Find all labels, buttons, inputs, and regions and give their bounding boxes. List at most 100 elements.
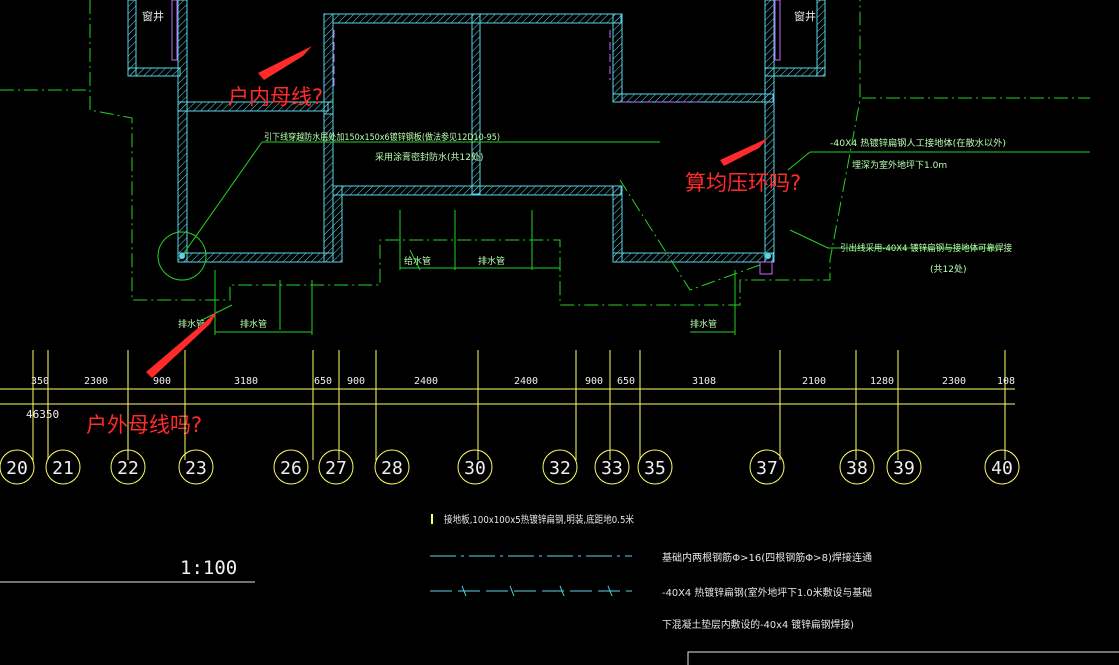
axis-label: 23 bbox=[185, 458, 207, 479]
wall-segment bbox=[177, 0, 188, 263]
legend-text: 下混凝土垫层内敷设的-40x4 镀锌扁钢焊接) bbox=[662, 618, 854, 631]
axis-bubble-20: 20 bbox=[0, 449, 35, 485]
note-lead-out-2: (共12处) bbox=[930, 263, 966, 275]
axis-bubble-37: 37 bbox=[749, 449, 785, 485]
note-flat-steel-2: 埋深为室外地坪下1.0m bbox=[852, 159, 947, 171]
axis-circle bbox=[984, 449, 1020, 485]
dimension-value: 108 bbox=[997, 376, 1015, 387]
axis-circle bbox=[637, 449, 673, 485]
legend-text: -40X4 热镀锌扁钢(室外地坪下1.0米敷设与基础 bbox=[662, 586, 872, 599]
scale-label: 1:100 bbox=[180, 557, 237, 579]
grounding-outline bbox=[0, 0, 1090, 306]
pipe-label: 排水管 bbox=[478, 255, 505, 267]
windows bbox=[171, 0, 781, 275]
axis-label: 35 bbox=[644, 458, 666, 479]
axis-label: 27 bbox=[325, 458, 347, 479]
axis-circle bbox=[110, 449, 146, 485]
axis-bubble-33: 33 bbox=[594, 449, 630, 485]
axis-label: 21 bbox=[52, 458, 74, 479]
axis-bubble-35: 35 bbox=[637, 449, 673, 485]
axis-label: 33 bbox=[601, 458, 623, 479]
red-arrows bbox=[146, 46, 768, 378]
legend-text: 接地板,100x100x5热镀锌扁钢,明装,底距地0.5米 bbox=[444, 513, 634, 526]
wall-segment bbox=[764, 67, 826, 77]
arrow-outdoor bbox=[146, 310, 218, 378]
total-dimension: 46350 bbox=[26, 408, 59, 421]
wall-segment bbox=[612, 93, 774, 103]
dimension-value: 1280 bbox=[870, 376, 894, 387]
annotation-indoor-busbar: 户内母线? bbox=[228, 85, 323, 109]
down-conductor-dots bbox=[179, 253, 771, 259]
wall-segment bbox=[332, 185, 343, 263]
window-well-label: 窗井 bbox=[794, 9, 816, 23]
down-conductor-point bbox=[765, 253, 771, 259]
dimension-value: 2300 bbox=[942, 376, 966, 387]
axis-circle bbox=[542, 449, 578, 485]
wall-segment bbox=[332, 185, 622, 196]
wall-segment bbox=[764, 0, 775, 263]
window-well-label: 窗井 bbox=[142, 9, 164, 23]
down-conductor-point bbox=[179, 253, 185, 259]
axis-label: 30 bbox=[464, 458, 486, 479]
pipe-label: 排水管 bbox=[690, 318, 717, 330]
axis-label: 28 bbox=[381, 458, 403, 479]
axis-bubble-40: 40 bbox=[984, 449, 1020, 485]
wall-segment bbox=[323, 101, 334, 263]
axis-circle bbox=[374, 449, 410, 485]
wall-segment bbox=[177, 252, 334, 263]
legend-text: 基础内两根钢筋Φ>16(四根钢筋Φ>8)焊接连通 bbox=[662, 551, 872, 564]
grounding-box bbox=[759, 261, 773, 275]
axis-label: 22 bbox=[117, 458, 139, 479]
axis-circle bbox=[318, 449, 354, 485]
axis-circle bbox=[45, 449, 81, 485]
axis-circle bbox=[0, 449, 35, 485]
wall-segment bbox=[612, 13, 623, 103]
leader-line bbox=[409, 249, 421, 271]
pipe-label: 排水管 bbox=[240, 318, 267, 330]
axis-bubble-26: 26 bbox=[273, 449, 309, 485]
axis-circle bbox=[749, 449, 785, 485]
axis-bubble-22: 22 bbox=[110, 449, 146, 485]
down-conductor-circle bbox=[157, 231, 207, 281]
leader-line bbox=[789, 229, 829, 249]
axis-circle bbox=[886, 449, 922, 485]
leader-lines bbox=[157, 141, 1090, 335]
dimension-value: 2400 bbox=[414, 376, 438, 387]
axis-circle bbox=[273, 449, 309, 485]
axis-circle bbox=[839, 449, 875, 485]
wall-segment bbox=[127, 67, 181, 77]
dimension-value: 650 bbox=[314, 376, 332, 387]
pipe-label: 排水管 bbox=[178, 318, 205, 330]
legend: 接地板,100x100x5热镀锌扁钢,明装,底距地0.5米 基础内两根钢筋Φ>1… bbox=[430, 513, 872, 631]
leader-line bbox=[787, 151, 811, 171]
wall-segment bbox=[471, 13, 481, 195]
axis-label: 20 bbox=[6, 458, 28, 479]
dimension-value: 900 bbox=[153, 376, 171, 387]
window bbox=[171, 0, 178, 61]
wall-segment bbox=[127, 0, 137, 77]
axis-bubble-30: 30 bbox=[457, 449, 493, 485]
pipe-label: 给水管 bbox=[404, 255, 431, 267]
dimension-value: 3108 bbox=[692, 376, 716, 387]
axis-bubble-32: 32 bbox=[542, 449, 578, 485]
leader-line bbox=[201, 304, 233, 321]
axis-bubble-39: 39 bbox=[886, 449, 922, 485]
axis-circle bbox=[594, 449, 630, 485]
note-flat-steel-1: -40X4 热镀锌扁钢人工接地体(在散水以外) bbox=[830, 137, 1006, 149]
dimension-lines bbox=[0, 388, 1015, 405]
window bbox=[774, 0, 781, 61]
leader-line bbox=[181, 141, 263, 257]
axis-label: 38 bbox=[846, 458, 868, 479]
dimension-value: 900 bbox=[585, 376, 603, 387]
wall-segment bbox=[323, 13, 334, 115]
axis-bubble-27: 27 bbox=[318, 449, 354, 485]
dimension-value: 900 bbox=[347, 376, 365, 387]
axis-circle bbox=[457, 449, 493, 485]
axis-label: 40 bbox=[991, 458, 1013, 479]
note-down-conductor-1: 引下线穿越防水层处加150x150x6镀锌钢板(做法参见12D10-95) bbox=[264, 131, 500, 143]
axis-label: 37 bbox=[756, 458, 778, 479]
axis-bubbles: 20 21 22 23 26 27 28 30 32 33 35 37 38 39 40 bbox=[0, 449, 1020, 485]
note-lead-out-1: 引出线采用-40X4 镀锌扁钢与接地体可靠焊接 bbox=[840, 242, 1012, 254]
